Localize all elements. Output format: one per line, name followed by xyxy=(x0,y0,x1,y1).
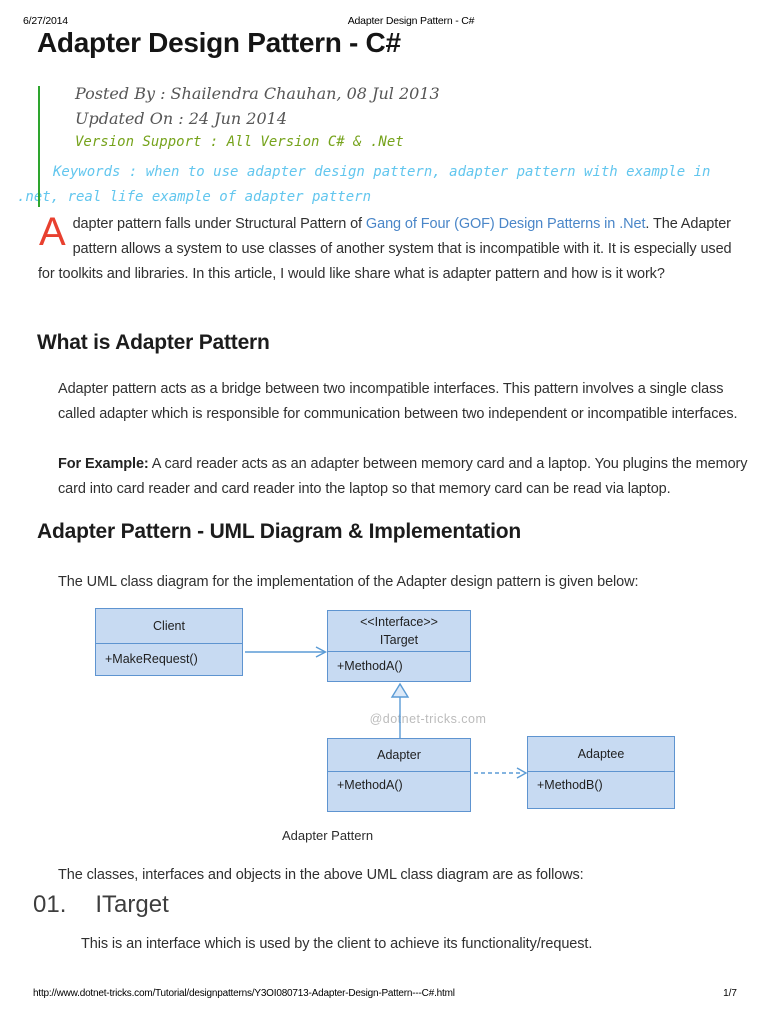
class-box-client: Client +MakeRequest() xyxy=(95,608,243,676)
generalization-arrow xyxy=(390,682,410,738)
class-box-adaptee-method: +MethodB() xyxy=(528,772,674,792)
itarget-method-text: +MethodA() xyxy=(337,658,403,673)
what-is-paragraph: Adapter pattern acts as a bridge between… xyxy=(58,381,738,422)
section-number: 01. xyxy=(33,891,67,918)
updated-on-line: Updated On : 24 Jun 2014 xyxy=(75,109,287,128)
print-header-date: 6/27/2014 xyxy=(23,15,68,27)
association-arrow xyxy=(245,646,328,658)
class-box-adapter: Adapter +MethodA() xyxy=(327,738,471,812)
class-box-adaptee-title: Adaptee xyxy=(528,737,674,772)
interface-box-itarget-method: +MethodA() xyxy=(328,652,470,679)
intro-text-before-link: dapter pattern falls under Structural Pa… xyxy=(72,216,366,232)
client-title-text: Client xyxy=(153,619,185,633)
version-support-line: Version Support : All Version C# & .Net xyxy=(75,134,404,150)
uml-class-diagram: Adaptee (dashed) --> Client +MakeRequest… xyxy=(0,600,768,852)
watermark-text: @dotnet-tricks.com xyxy=(369,712,487,726)
class-box-adapter-method: +MethodA() xyxy=(328,772,470,792)
quote-accent-bar xyxy=(38,86,40,207)
interface-box-itarget-title: <<Interface>> ITarget xyxy=(328,611,470,652)
itarget-paragraph: This is an interface which is used by th… xyxy=(81,936,593,952)
example-text: A card reader acts as an adapter between… xyxy=(58,456,748,497)
adapter-title-text: Adapter xyxy=(377,748,421,762)
adaptee-title-text: Adaptee xyxy=(577,747,625,761)
uml-followup-paragraph: The classes, interfaces and objects in t… xyxy=(58,867,584,883)
print-header-title: Adapter Design Pattern - C# xyxy=(347,15,475,27)
class-box-adapter-title: Adapter xyxy=(328,739,470,772)
numbered-section-heading-itarget: 01. ITarget xyxy=(33,891,169,919)
keywords-line: Keywords : when to use adapter design pa… xyxy=(17,164,711,205)
section-heading-what-is-adapter-pattern: What is Adapter Pattern xyxy=(37,331,270,354)
gof-design-patterns-link[interactable]: Gang of Four (GOF) Design Patterns in .N… xyxy=(365,216,646,232)
uml-lead-paragraph: The UML class diagram for the implementa… xyxy=(58,574,639,590)
page-title: Adapter Design Pattern - C# xyxy=(37,27,401,58)
section-heading-uml-diagram: Adapter Pattern - UML Diagram & Implemen… xyxy=(37,520,521,543)
adapter-method-text: +MethodA() xyxy=(337,778,403,792)
print-footer-url: http://www.dotnet-tricks.com/Tutorial/de… xyxy=(33,988,455,999)
posted-by-line: Posted By : Shailendra Chauhan, 08 Jul 2… xyxy=(75,84,440,103)
diagram-caption: Adapter Pattern xyxy=(282,828,374,843)
client-method-text: +MakeRequest() xyxy=(105,651,198,666)
itarget-stereotype-text: <<Interface>> xyxy=(360,615,438,629)
class-box-client-title: Client xyxy=(96,609,242,644)
interface-box-itarget: <<Interface>> ITarget +MethodA() xyxy=(327,610,471,682)
itarget-title-text: ITarget xyxy=(379,633,419,647)
adaptee-method-text: +MethodB() xyxy=(537,778,603,792)
example-paragraph: For Example: A card reader acts as an ad… xyxy=(58,452,750,502)
section-title-itarget: ITarget xyxy=(95,891,169,918)
class-box-adaptee: Adaptee +MethodB() xyxy=(527,736,675,809)
drop-cap-letter: A xyxy=(39,210,66,254)
print-footer-page-number: 1/7 xyxy=(723,988,737,999)
intro-text-after-link: . The Adapter pattern allows a system to… xyxy=(38,216,732,282)
class-box-client-method: +MakeRequest() xyxy=(96,644,242,673)
example-label: For Example: xyxy=(58,456,149,472)
dependency-arrow xyxy=(474,767,528,779)
